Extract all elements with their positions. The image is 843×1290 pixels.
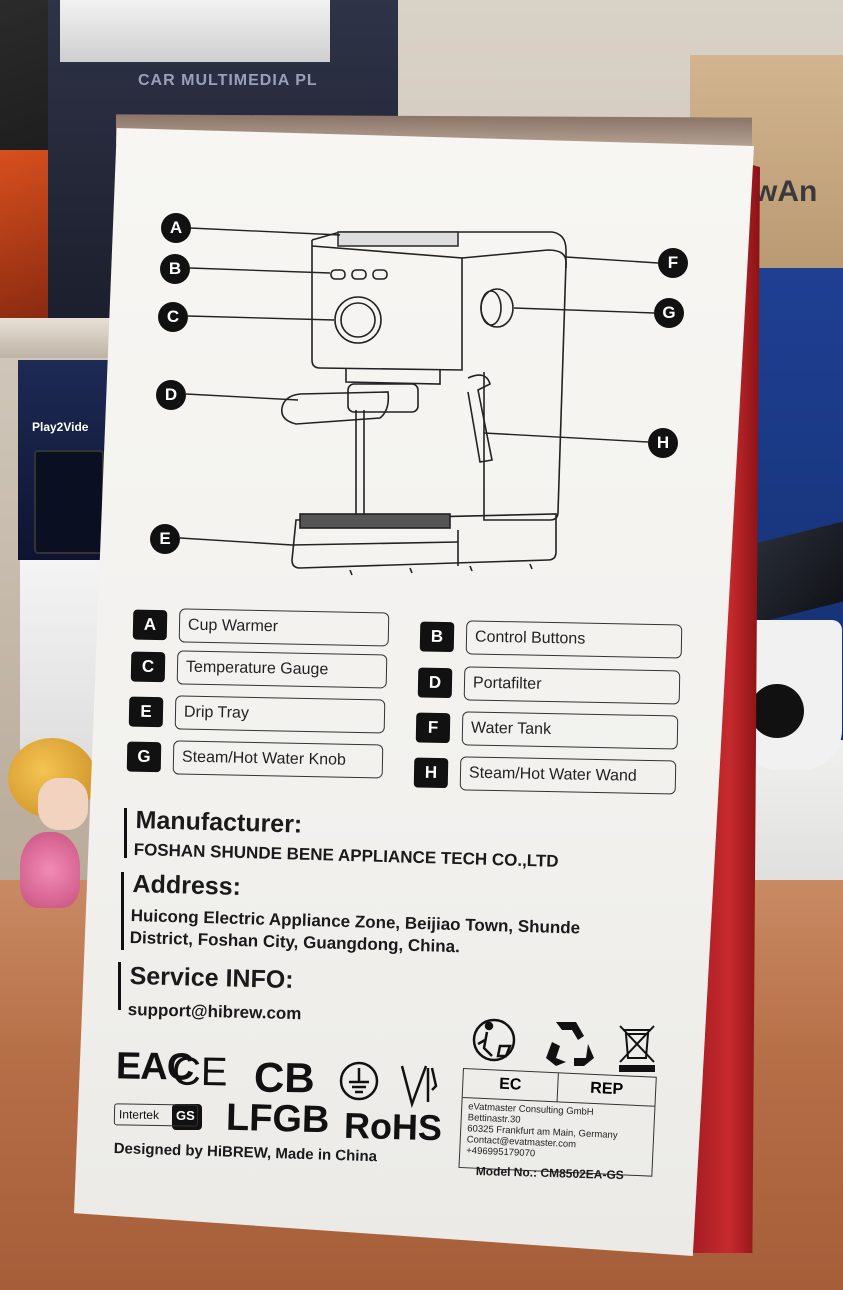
tidyman-icon xyxy=(472,1018,516,1062)
toy-figure xyxy=(8,738,96,908)
section-bar xyxy=(118,962,121,1010)
screen-image xyxy=(34,450,104,554)
callout-f: F xyxy=(658,248,688,278)
background-play-box: Play2Vide xyxy=(18,360,108,560)
rohs-logo: RoHS xyxy=(343,1104,443,1149)
weee-bin-icon xyxy=(619,1025,655,1072)
toy-body xyxy=(20,832,80,908)
background-box xyxy=(60,0,330,62)
right-box-text: wAn xyxy=(754,175,818,208)
ec-rep-box: EC REP eVatmaster Consulting GmbH Bettin… xyxy=(458,1068,657,1177)
section-bar xyxy=(121,872,124,950)
car-box-text: CAR MULTIMEDIA PL xyxy=(138,72,318,89)
background-box xyxy=(0,150,48,318)
callout-b: B xyxy=(160,254,190,284)
lfgb-logo: LFGB xyxy=(225,1096,330,1142)
callout-g: G xyxy=(654,298,684,328)
recycle-icon xyxy=(546,1022,594,1066)
play-box-text: Play2Vide xyxy=(32,420,89,434)
ec-rep-address: eVatmaster Consulting GmbH Bettinastr.30… xyxy=(466,1101,619,1163)
callout-a: A xyxy=(161,213,191,243)
gs-logo: GS xyxy=(176,1108,195,1123)
gs-mark-icon xyxy=(172,1104,202,1130)
ground-icon xyxy=(339,1061,379,1101)
callout-e: E xyxy=(150,524,180,554)
toy-face xyxy=(38,778,88,830)
coffee-machine-diagram xyxy=(179,227,659,576)
shelf xyxy=(0,318,118,358)
food-safe-icon xyxy=(400,1065,438,1109)
callout-c: C xyxy=(158,302,188,332)
rep-label: REP xyxy=(557,1073,656,1107)
camera-lens xyxy=(750,684,804,738)
section-bar xyxy=(124,808,127,858)
callout-d: D xyxy=(156,380,186,410)
ec-label: EC xyxy=(462,1069,559,1103)
callout-h: H xyxy=(648,428,678,458)
